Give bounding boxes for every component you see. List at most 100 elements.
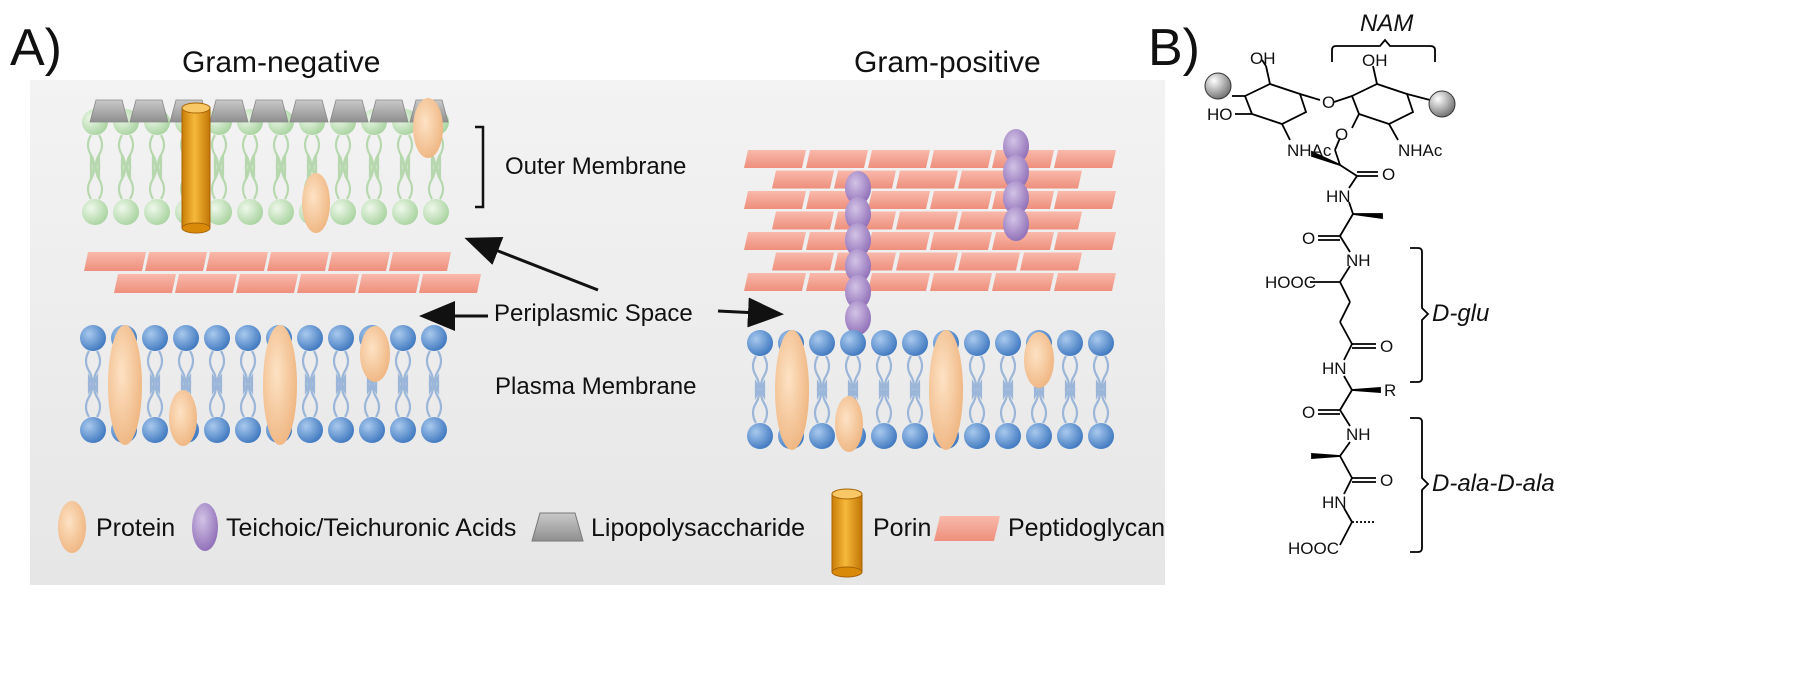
peptidoglycan-brick — [896, 211, 958, 230]
glycan-chain-bead-right — [1428, 90, 1456, 118]
peptidoglycan-monomer-structure — [1232, 38, 1436, 553]
lipid-tail — [154, 350, 164, 395]
lipid-tail — [239, 350, 249, 395]
lipid-tail — [342, 155, 352, 200]
peptidoglycan-brick — [175, 274, 237, 293]
lipid-tail — [249, 155, 259, 200]
nam-ring — [1350, 83, 1415, 125]
lipid-tail — [148, 155, 158, 200]
lipid-head — [80, 417, 106, 443]
atom-label: HN — [1326, 187, 1351, 206]
lipid-head — [871, 330, 897, 356]
lipid-head — [204, 417, 230, 443]
teichoic-acid-unit — [845, 197, 871, 231]
atom-label: O — [1380, 471, 1394, 490]
atom-label: HN — [1322, 359, 1347, 378]
lipid-tail — [976, 355, 986, 400]
lipid-head — [142, 325, 168, 351]
lipid-tail — [1100, 379, 1110, 424]
atom-label: HOOC — [1288, 539, 1339, 558]
lipid-head — [1088, 330, 1114, 356]
plasma-protein — [775, 330, 809, 450]
lipid-tail — [363, 373, 373, 418]
d-ala-d-ala-label: D-ala-D-ala — [1432, 470, 1555, 497]
teichoic-acid-unit — [845, 301, 871, 335]
peptidoglycan-brick — [772, 170, 834, 189]
lipid-tail — [1061, 379, 1071, 424]
lipid-head — [204, 325, 230, 351]
lipid-tail — [340, 373, 350, 418]
lipid-tail — [759, 379, 769, 424]
teichoic-acid-unit — [1003, 155, 1029, 189]
peptidoglycan-brick — [868, 191, 930, 209]
lipid-tail — [216, 373, 226, 418]
peptidoglycan-brick — [868, 232, 930, 250]
lipid-tail — [177, 350, 187, 395]
lipid-tail — [117, 155, 127, 200]
peptidoglycan-brick — [772, 211, 834, 230]
lipid-tail — [334, 155, 344, 200]
thin-peptidoglycan-layer — [84, 252, 481, 293]
lipid-tail — [272, 155, 282, 200]
legend-peptidoglycan-icon — [934, 516, 1000, 541]
peptidoglycan-brick — [930, 191, 992, 209]
lipid-tail — [906, 379, 916, 424]
lipid-tail — [914, 355, 924, 400]
lipid-tail — [396, 155, 406, 200]
lipid-head — [902, 330, 928, 356]
lipid-tail — [999, 355, 1009, 400]
lipid-tail — [425, 373, 435, 418]
lipid-head — [421, 325, 447, 351]
panel-b-label: B) — [1148, 19, 1200, 77]
plasma-protein — [929, 330, 963, 450]
lipid-tail — [146, 350, 156, 395]
legend-protein-label: Protein — [96, 514, 176, 542]
plasma-protein — [108, 325, 142, 445]
outer-membrane — [82, 98, 449, 234]
lipopolysaccharide — [249, 99, 289, 123]
legend-porin-icon-top — [831, 488, 863, 500]
legend-lps-label: Lipopolysaccharide — [591, 514, 806, 542]
lipid-tail — [86, 155, 96, 200]
lipid-tail — [852, 355, 862, 400]
lipid-tail — [906, 355, 916, 400]
peptidoglycan-brick — [930, 273, 992, 291]
peptidoglycan-brick — [744, 273, 806, 291]
lipid-tail — [813, 355, 823, 400]
lipid-tail — [309, 373, 319, 418]
lipid-tail — [185, 350, 195, 395]
lipid-head — [809, 423, 835, 449]
peptidoglycan-brick — [114, 274, 176, 293]
lipid-head — [871, 423, 897, 449]
lipid-tail — [84, 373, 94, 418]
teichoic-acid-unit — [845, 223, 871, 257]
lipid-head — [747, 330, 773, 356]
lipid-head — [297, 325, 323, 351]
panel-a-label: A) — [10, 19, 62, 77]
peptidoglycan-brick — [744, 191, 806, 209]
lipid-head — [1088, 423, 1114, 449]
lipid-tail — [156, 155, 166, 200]
lipid-head — [82, 199, 108, 225]
lipid-head — [1057, 330, 1083, 356]
peptidoglycan-brick — [297, 274, 359, 293]
lipid-head — [142, 417, 168, 443]
lipid-tail — [146, 373, 156, 418]
lipid-tail — [427, 155, 437, 200]
lipid-tail — [125, 155, 135, 200]
atom-label: HN — [1322, 493, 1347, 512]
thick-peptidoglycan-layer — [744, 150, 1116, 291]
peptidoglycan-brick — [389, 252, 451, 271]
lipid-tail — [914, 379, 924, 424]
plasma-protein — [1024, 332, 1054, 388]
legend-teichoic-icon — [192, 503, 218, 551]
legend-porin-label: Porin — [873, 514, 932, 542]
teichoic-acid-unit — [1003, 129, 1029, 163]
lipid-tail — [883, 355, 893, 400]
lipid-head — [237, 199, 263, 225]
outer-membrane-label: Outer Membrane — [505, 153, 687, 180]
atom-label: O — [1335, 125, 1349, 144]
lipid-tail — [241, 155, 251, 200]
lipid-tail — [280, 155, 290, 200]
